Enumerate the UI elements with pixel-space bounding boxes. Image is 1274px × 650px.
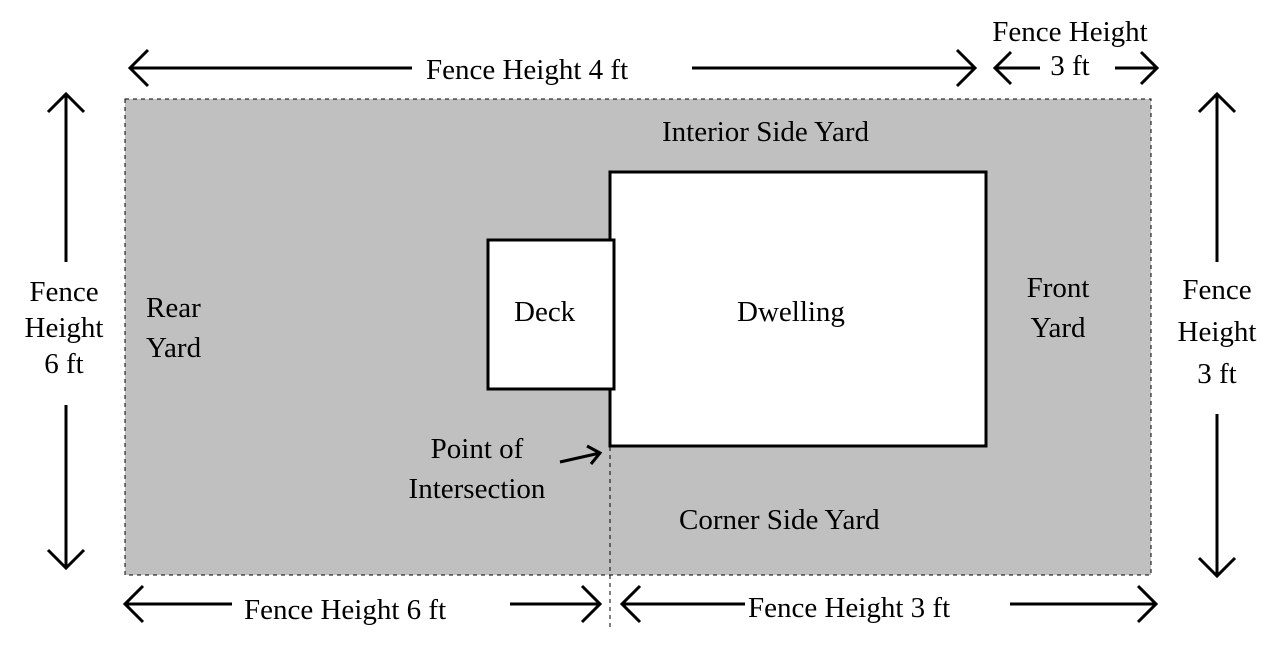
left-fence-label-line3: 6 ft [44, 348, 84, 380]
right-fence-label: Fence Height 3 ft [1167, 272, 1267, 392]
rear-yard-label-line2: Yard [146, 332, 202, 364]
front-yard-label-line1: Front [1026, 272, 1090, 304]
point-of-intersection-line1: Point of [430, 433, 524, 465]
bottom-right-fence-arrow [619, 584, 1159, 624]
interior-side-yard-label: Interior Side Yard [662, 116, 870, 148]
front-yard-label-line2: Yard [1030, 312, 1086, 344]
point-of-intersection-label: Point of Intersection [392, 431, 562, 507]
corner-side-yard-label: Corner Side Yard [679, 504, 880, 536]
left-fence-label-line2: Height [24, 312, 104, 344]
top-left-fence-arrow [127, 48, 978, 88]
top-right-fence-label: Fence Height 3 ft [975, 14, 1165, 84]
right-fence-label-line1: Fence [1182, 274, 1252, 306]
right-fence-label-line3: 3 ft [1197, 358, 1237, 390]
dwelling-footprint [608, 170, 988, 448]
rear-yard-label-line1: Rear [146, 292, 201, 324]
intersection-pointer-arrow [559, 444, 603, 465]
top-left-fence-label: Fence Height 4 ft [420, 52, 635, 88]
top-right-fence-arrow [992, 50, 1160, 86]
right-fence-label-line2: Height [1177, 316, 1257, 348]
bottom-left-fence-arrow [122, 584, 603, 624]
bottom-left-fence-label: Fence Height 6 ft [244, 594, 447, 626]
right-fence-arrow [1197, 91, 1237, 579]
left-fence-label-line1: Fence [29, 276, 99, 308]
top-right-fence-label-line1: Fence Height [992, 16, 1148, 48]
point-of-intersection-line2: Intersection [408, 473, 546, 505]
dwelling-label: Dwelling [737, 296, 845, 328]
bottom-right-fence-label: Fence Height 3 ft [748, 592, 951, 624]
deck-footprint [486, 238, 616, 391]
top-right-fence-label-line2: 3 ft [1050, 50, 1090, 82]
left-fence-label: Fence Height 6 ft [14, 274, 114, 382]
front-yard-label: Front Yard [1008, 270, 1108, 346]
deck-label: Deck [514, 296, 576, 328]
left-fence-arrow [46, 91, 86, 571]
rear-yard-label: Rear Yard [146, 290, 201, 366]
